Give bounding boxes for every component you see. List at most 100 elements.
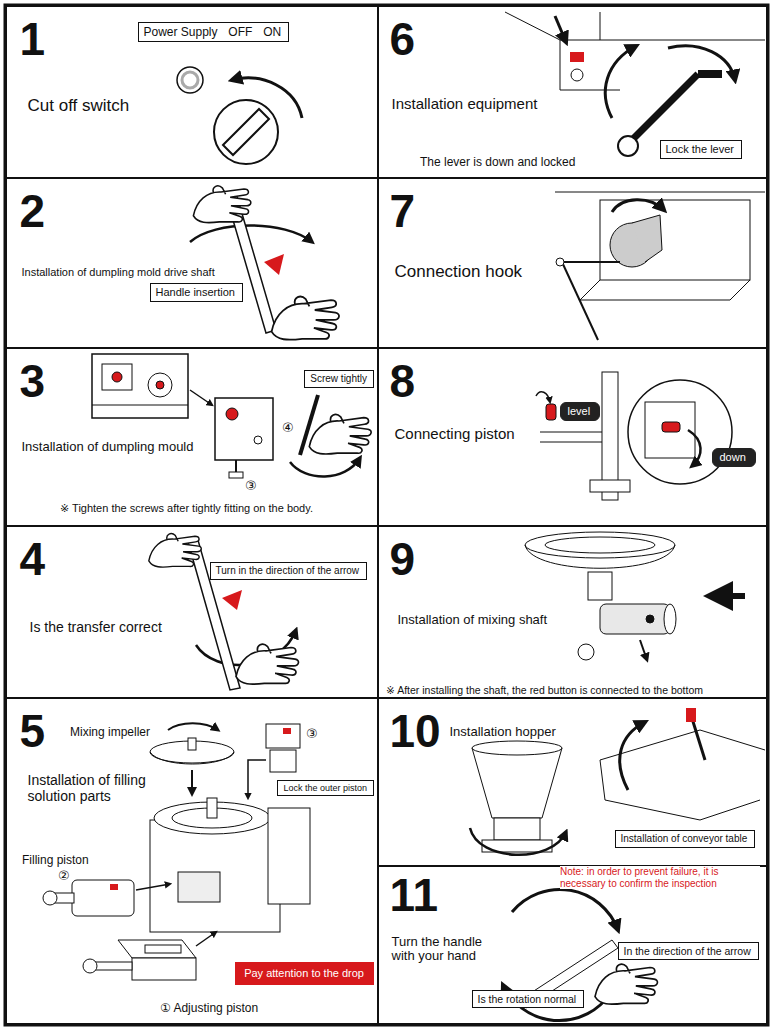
step-panel: 11Turn the handle with your hand In the d… — [378, 866, 767, 1024]
filling-parts-drawing — [118, 940, 196, 958]
power-switch-drawing — [182, 72, 198, 88]
step-number: 8 — [390, 358, 416, 404]
callout-box: Lock the lever — [660, 140, 742, 159]
handle-turn-drawing — [512, 889, 618, 930]
drive-shaft-drawing — [272, 297, 339, 340]
step-caption: Cut off switch — [28, 96, 130, 116]
outer-frame — [5, 5, 768, 1025]
piston-drawing — [645, 402, 695, 458]
power-switch-drawing — [223, 109, 269, 155]
dumpling-mould-drawing — [290, 458, 360, 477]
note: ※ Tighten the screws after tightly fitti… — [60, 502, 313, 515]
drive-shaft-drawing — [190, 186, 339, 340]
step-caption: Is the transfer correct — [30, 619, 162, 635]
step-panel: 1Cut off switchPower SupplyOFFON — [6, 6, 378, 178]
dumpling-mould-drawing — [92, 354, 188, 418]
tag-box: level — [560, 402, 600, 421]
hook-drawing — [600, 200, 750, 280]
dumpling-mould-drawing — [229, 472, 243, 478]
dumpling-mould-drawing — [92, 405, 188, 406]
dumpling-mould-drawing — [235, 460, 237, 472]
box-label: Handle insertion — [156, 286, 236, 299]
dumpling-mould-drawing — [92, 354, 371, 478]
tag-box: down — [712, 448, 756, 467]
drive-shaft-drawing — [193, 186, 250, 223]
piston-drawing — [590, 480, 630, 492]
callout-number: ③ — [306, 727, 318, 742]
callout-box: Installation of conveyor table — [615, 830, 755, 848]
filling-parts-drawing — [270, 750, 296, 772]
callout-number: ④ — [282, 421, 294, 436]
lever-drawing — [555, 16, 566, 42]
piston-drawing — [662, 422, 680, 432]
note: The lever is down and locked — [420, 156, 575, 170]
hook-drawing — [612, 200, 664, 212]
mixing-shaft-drawing — [640, 640, 647, 660]
hook-drawing — [555, 192, 765, 340]
power-switch-drawing — [177, 67, 203, 93]
callout-box: Lock the outer piston — [277, 780, 374, 797]
step-panel: 10 Installation hopperInstallation of con… — [378, 698, 767, 866]
step-caption: Installation hopper — [450, 725, 556, 740]
mixing-shaft-drawing — [525, 545, 675, 568]
part-label: Mixing impeller — [70, 726, 150, 740]
callout-box: Is the rotation normal — [472, 990, 584, 1009]
warning-box: Pay attention to the drop — [235, 962, 374, 985]
step-number: 11 — [390, 872, 439, 918]
dumpling-mould-drawing — [112, 372, 122, 382]
mixing-shaft-drawing — [588, 572, 612, 600]
lever-drawing — [605, 46, 636, 118]
dumpling-mould-drawing — [102, 364, 132, 390]
box-label: Installation of conveyor table — [621, 833, 748, 845]
handle-turn-drawing — [595, 964, 657, 1004]
filling-parts-drawing — [43, 891, 57, 905]
box-label: OFF — [228, 25, 252, 39]
piston-drawing — [628, 380, 732, 484]
filling-parts-drawing — [92, 962, 132, 970]
mixing-shaft-drawing — [664, 604, 676, 634]
callout-box: Power SupplyOFFON — [138, 22, 289, 42]
step-number: 3 — [20, 358, 46, 404]
step-number: 10 — [390, 708, 441, 754]
step-caption: Connecting piston — [395, 425, 515, 442]
filling-parts-drawing — [132, 958, 196, 980]
step-panel: 2Installation of dumpling mold drive sha… — [6, 178, 378, 348]
callout-box: Screw tightly — [304, 370, 374, 388]
piston-drawing — [536, 392, 550, 402]
step-number: 7 — [390, 188, 416, 234]
box-label: In the direction of the arrow — [624, 945, 751, 958]
mixing-shaft-drawing — [712, 593, 745, 599]
filling-parts-drawing — [136, 884, 170, 890]
mixing-shaft-drawing — [525, 532, 745, 660]
box-label: Turn in the direction of the arrow — [216, 565, 360, 577]
note: ※ After installing the shaft, the red bu… — [386, 684, 703, 696]
mixing-shaft-drawing — [600, 604, 670, 634]
step-caption: Installation of filling solution parts — [28, 772, 178, 804]
part-label: Filling piston — [22, 854, 89, 868]
filling-parts-drawing — [43, 723, 310, 980]
filling-parts-drawing — [268, 808, 310, 904]
filling-parts-drawing — [207, 798, 217, 818]
dumpling-mould-drawing — [309, 414, 371, 454]
step-number: 9 — [390, 536, 416, 582]
step-caption: Installation of dumpling mould — [22, 440, 194, 455]
dumpling-mould-drawing — [226, 408, 238, 420]
box-label: Power Supply — [144, 25, 218, 39]
piston-drawing — [688, 430, 701, 466]
hook-drawing — [556, 258, 564, 266]
hopper-drawing — [472, 748, 562, 818]
step-caption: Turn the handle with your hand — [392, 935, 504, 965]
hook-drawing — [555, 192, 765, 193]
filling-parts-drawing — [283, 728, 291, 734]
dumpling-mould-drawing — [254, 436, 262, 444]
callout-box: Handle insertion — [150, 283, 243, 302]
callout-number: ② — [58, 869, 70, 884]
step-panel: 8Connecting piston level down — [378, 348, 767, 526]
step-panel: 4Is the transfer correctTurn in the dire… — [6, 526, 378, 698]
filling-parts-drawing — [150, 820, 280, 932]
box-label: Lock the outer piston — [283, 783, 367, 794]
filling-parts-drawing — [145, 945, 181, 953]
filling-parts-drawing — [168, 723, 218, 730]
box-label: down — [720, 451, 746, 464]
power-switch-drawing — [214, 100, 278, 164]
